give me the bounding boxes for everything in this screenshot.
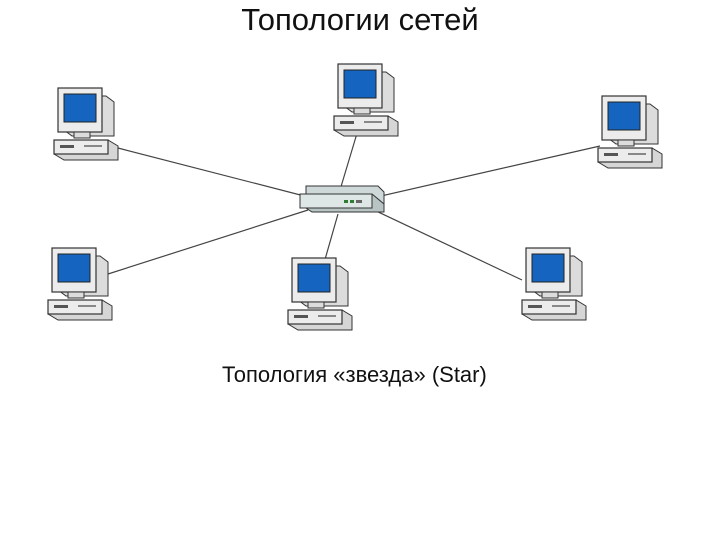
diagram-caption: Топология «звезда» (Star) bbox=[222, 362, 487, 387]
pc-top-left bbox=[53, 87, 119, 161]
link-bottom-right bbox=[373, 209, 523, 281]
link-top-right bbox=[371, 145, 601, 199]
desktop-computer-icon bbox=[53, 87, 119, 161]
page-title: Топологии сетей bbox=[241, 2, 479, 37]
desktop-computer-icon bbox=[287, 257, 353, 331]
desktop-computer-icon bbox=[333, 63, 399, 137]
link-top-left bbox=[117, 147, 313, 199]
pc-bottom-center bbox=[287, 257, 353, 331]
pc-top-right bbox=[597, 95, 663, 169]
pc-bottom-right bbox=[521, 247, 587, 321]
desktop-computer-icon bbox=[597, 95, 663, 169]
link-top-center bbox=[339, 129, 359, 191]
pc-bottom-left bbox=[47, 247, 113, 321]
network-hub-icon bbox=[299, 185, 385, 213]
desktop-computer-icon bbox=[521, 247, 587, 321]
links bbox=[107, 129, 601, 281]
link-bottom-left bbox=[107, 209, 309, 275]
desktop-computer-icon bbox=[47, 247, 113, 321]
pc-top-center bbox=[333, 63, 399, 137]
